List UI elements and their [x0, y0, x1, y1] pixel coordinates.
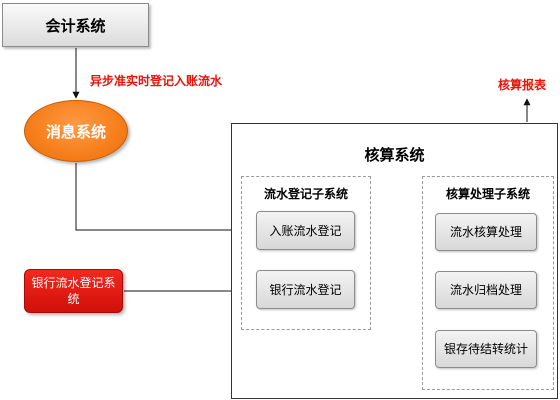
deposit-pending-stats-box: 银存待结转统计: [435, 330, 537, 368]
accounting-core-title: 核算系统: [364, 146, 425, 164]
accounting-system-node: 会计系统: [2, 3, 149, 47]
message-system-node: 消息系统: [24, 100, 128, 162]
accounting-report-label: 核算报表: [498, 78, 547, 92]
arrow-msg-to-entry: [75, 163, 255, 234]
flow-accounting-box: 流水核算处理: [435, 213, 537, 251]
flow-register-subsystem-title: 流水登记子系统: [263, 187, 348, 201]
bank-flow-register-box: 银行流水登记: [256, 270, 355, 309]
async-realtime-label: 异步准实时登记入账流水: [90, 74, 223, 88]
accounting-process-subsystem-title: 核算处理子系统: [445, 187, 530, 201]
entry-flow-register-box: 入账流水登记: [256, 211, 355, 250]
bank-flow-system-node: 银行流水登记系统: [24, 269, 123, 313]
flow-archive-box: 流水归档处理: [435, 271, 537, 309]
